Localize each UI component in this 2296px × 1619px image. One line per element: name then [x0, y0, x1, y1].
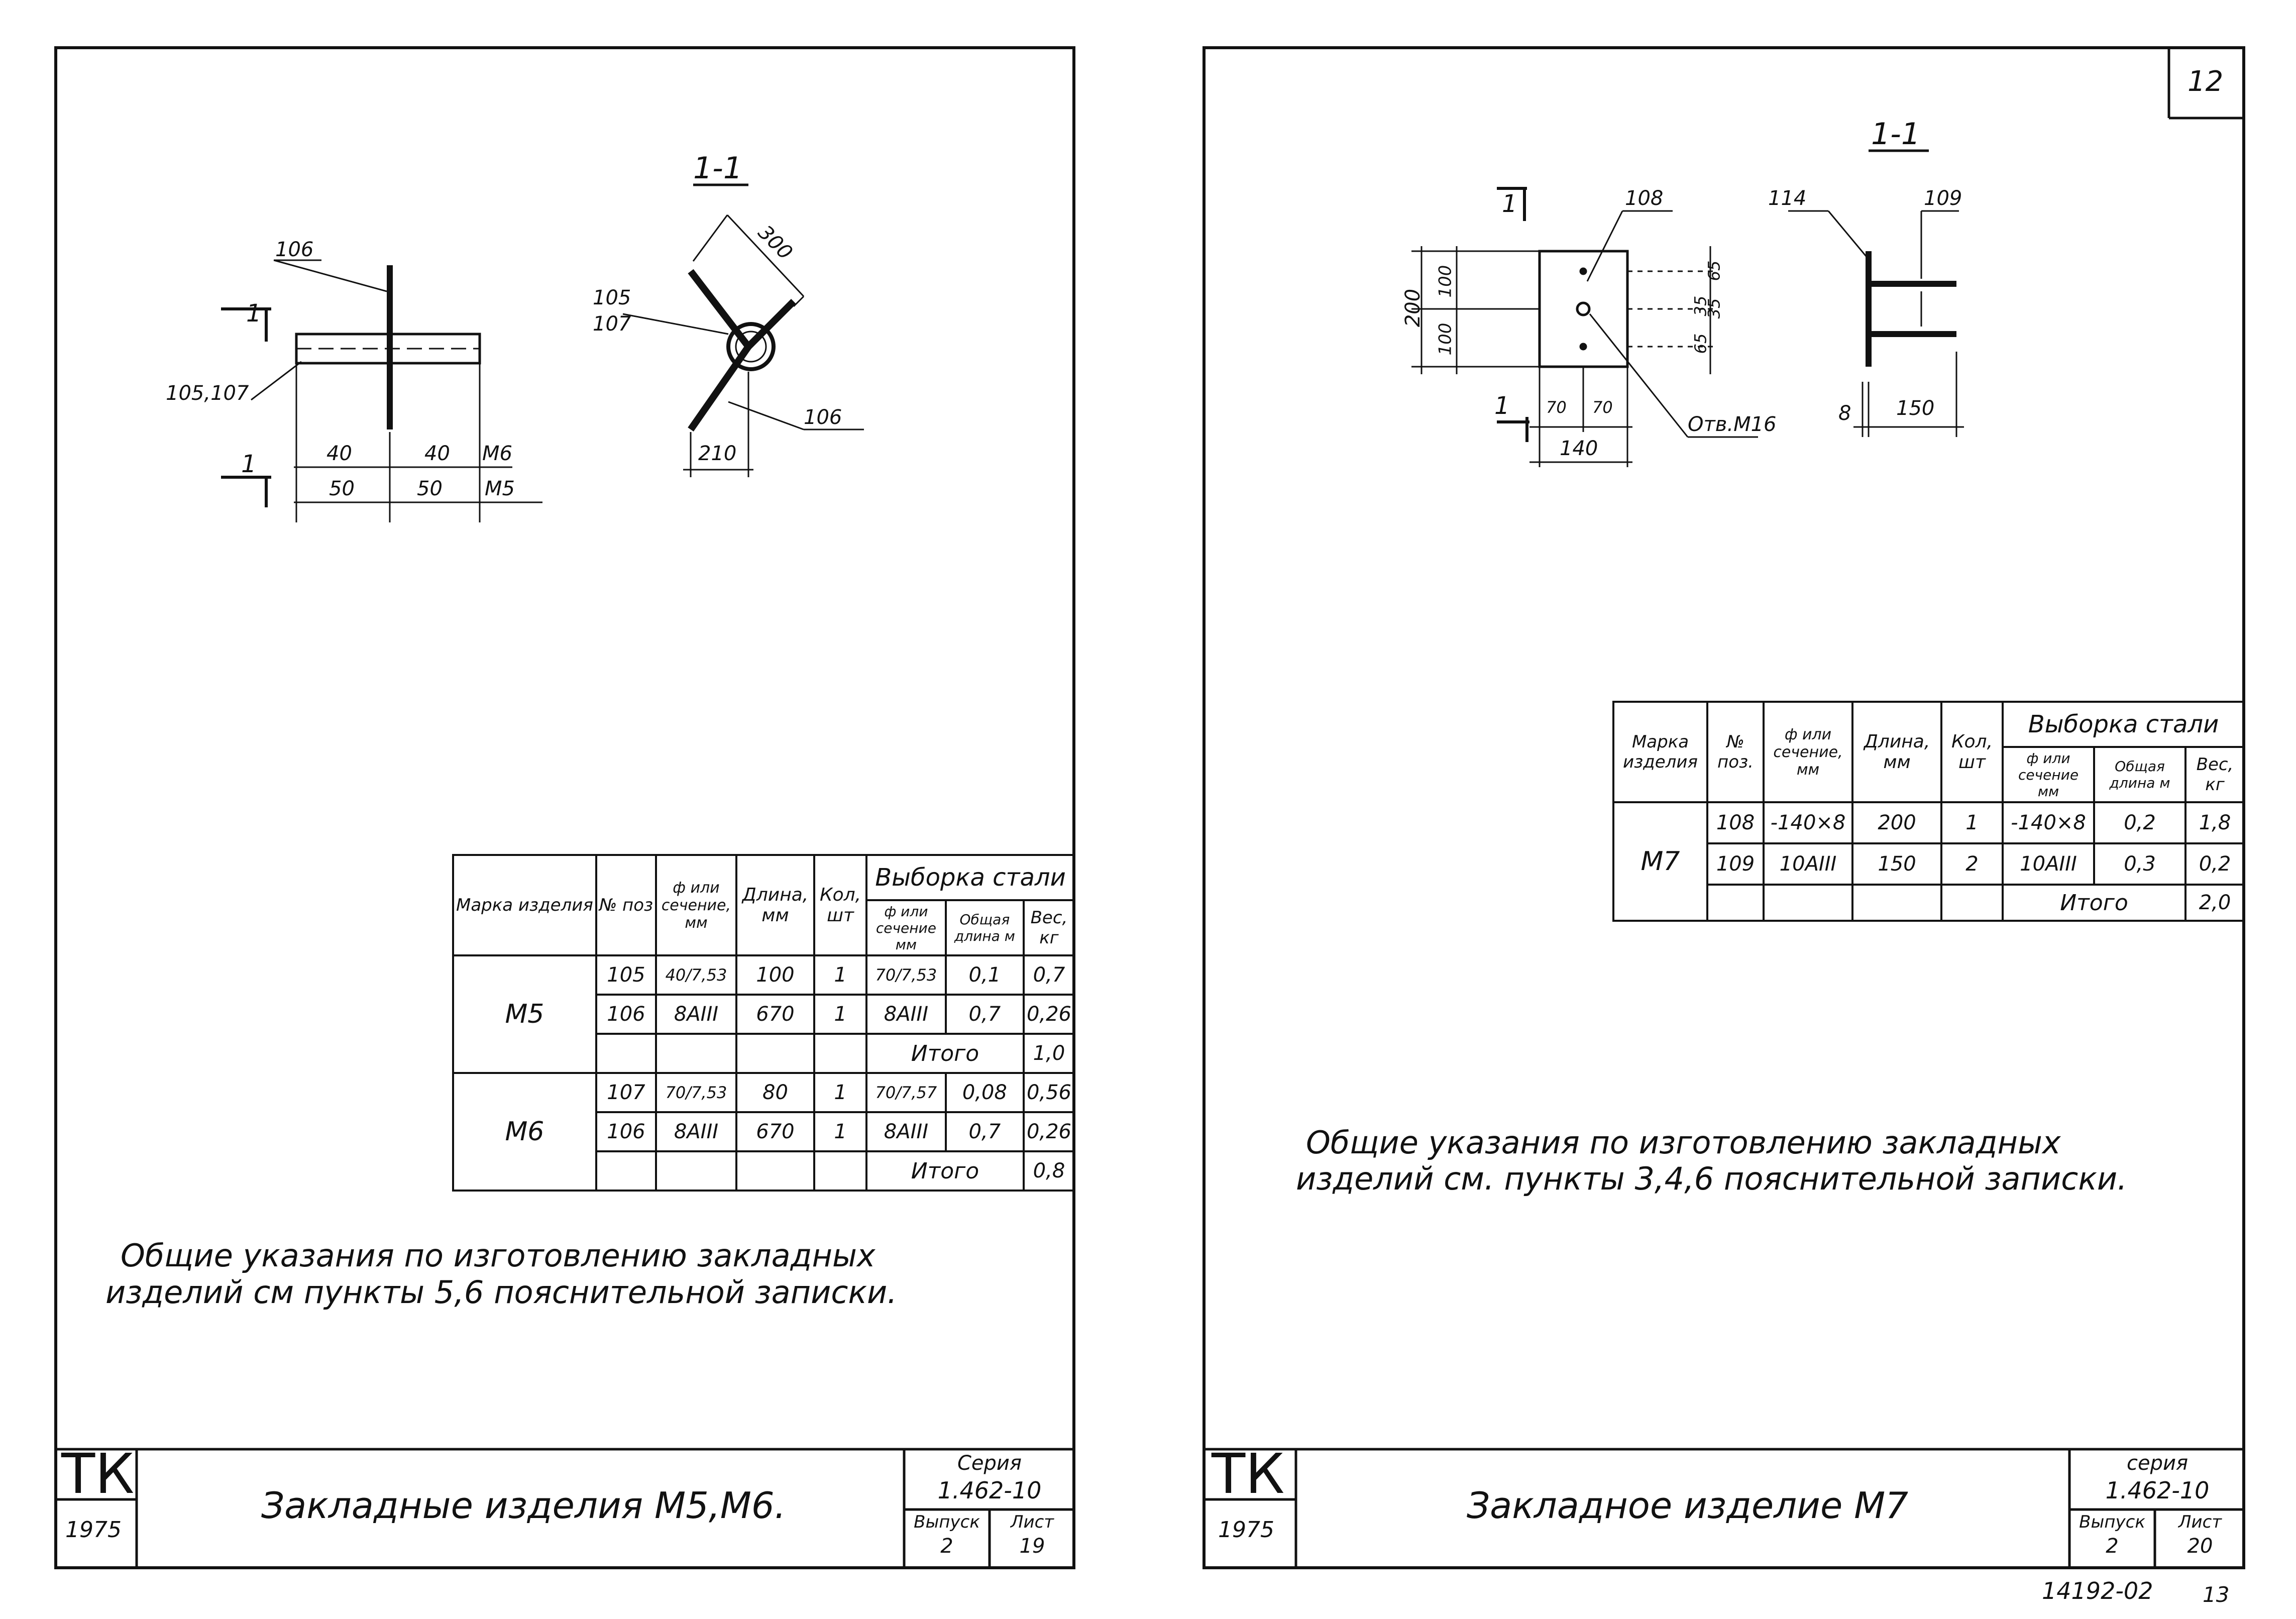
dim-40-b: 40	[424, 442, 450, 465]
table-row: 106 8AIII 670 1 8AIII 0,7 0,26	[453, 994, 1076, 1035]
callout-107: 107	[593, 312, 631, 336]
org-logo-right: ТК	[1212, 1442, 1285, 1506]
dim-70-a: 70	[1546, 398, 1567, 417]
th-qty: Кол, шт	[1940, 701, 2004, 803]
section-label-left: 1-1	[693, 151, 742, 186]
th-s-section: ф или сечение мм	[865, 899, 947, 956]
dim-200: 200	[1401, 288, 1425, 328]
th-s-length: Общая длина м	[2093, 746, 2186, 803]
cut-mark-bottom-right: 1	[1494, 392, 1510, 420]
left-sheet-frame	[54, 46, 1075, 1569]
table-row: 106 8AIII 670 1 8AIII 0,7 0,26	[453, 1111, 1076, 1152]
dim-m6: M6	[482, 442, 512, 465]
general-note-left-line2: изделий см пункты 5,6 пояснительной запи…	[105, 1274, 897, 1311]
dim-210: 210	[698, 442, 737, 465]
dim-35-b: 35	[1704, 298, 1724, 319]
table-row-total: Итого 2,0	[1613, 884, 2245, 922]
dim-8: 8	[1838, 402, 1851, 425]
table-row-total: Итого 1,0	[453, 1033, 1076, 1074]
dim-140: 140	[1560, 437, 1598, 460]
dim-65-a: 65	[1704, 260, 1724, 281]
dim-70-b: 70	[1592, 398, 1613, 417]
callout-105-107: 105,107	[166, 382, 249, 405]
series-label-left: Серия	[957, 1452, 1022, 1475]
th-s-length: Общая длина м	[944, 899, 1025, 956]
table-row: 109 10AIII 150 2 10AIII 0,3 0,2	[1613, 842, 2245, 886]
th-steel: Выборка стали	[2002, 701, 2245, 748]
th-mark: Марка изделия	[1612, 701, 1708, 803]
th-qty: Кол, шт	[813, 854, 868, 956]
th-s-weight: Вес, кг	[1022, 899, 1076, 956]
dim-100-b: 100	[1435, 322, 1456, 356]
stamp-title-left: Закладные изделия М5,М6.	[261, 1484, 786, 1527]
dim-50-b: 50	[417, 477, 443, 500]
dim-150: 150	[1896, 397, 1935, 420]
spec-table-right: Марка изделия № поз. ф или сечение, мм Д…	[1612, 701, 2245, 922]
callout-109: 109	[1924, 187, 1962, 210]
table-row: M5 105 40/7,53 100 1 70/7,53 0,1 0,7	[452, 954, 1076, 1074]
issue-left: 2	[940, 1535, 953, 1558]
th-length: Длина, мм	[735, 854, 816, 956]
callout-hole-m16: Отв.М16	[1688, 413, 1777, 436]
dim-65-b: 65	[1691, 333, 1710, 354]
issue-label-left: Выпуск	[914, 1512, 980, 1532]
sheet-label-right: Лист	[2178, 1512, 2222, 1532]
th-pos: № поз.	[1706, 701, 1765, 803]
dim-50-a: 50	[329, 477, 355, 500]
issue-label-right: Выпуск	[2079, 1512, 2145, 1532]
th-section: ф или сечение, мм	[655, 854, 737, 956]
sheet-label-left: Лист	[1010, 1512, 1054, 1532]
general-note-right-line1: Общие указания по изготовлению закладных	[1306, 1124, 2061, 1161]
cut-mark-top-right: 1	[1502, 190, 1517, 218]
table-row: M7 108 -140×8 200 1 -140×8 0,2 1,8	[1612, 801, 2245, 922]
th-pos: № поз	[595, 854, 658, 956]
series-left: 1.462-10	[937, 1477, 1042, 1504]
th-mark: Марка изделия	[452, 854, 597, 956]
series-right: 1.462-10	[2105, 1477, 2210, 1504]
section-label-right: 1-1	[1871, 117, 1920, 152]
stamp-year-left: 1975	[65, 1517, 122, 1543]
th-s-section: ф или сечение мм	[2002, 746, 2095, 803]
archive-number: 14192-02	[2042, 1577, 2153, 1604]
th-length: Длина, мм	[1851, 701, 1942, 803]
sheet-left: 19	[1019, 1535, 1045, 1558]
th-s-weight: Вес, кг	[2184, 746, 2245, 803]
dim-m5: M5	[485, 477, 515, 500]
th-steel: Выборка стали	[865, 854, 1075, 901]
callout-106-right: 106	[804, 406, 842, 429]
callout-108: 108	[1625, 187, 1664, 210]
callout-105: 105	[593, 286, 631, 309]
cut-mark-top-left: 1	[246, 299, 262, 328]
cut-mark-bottom-left: 1	[241, 450, 257, 478]
general-note-right-line2: изделий см. пункты 3,4,6 пояснительной з…	[1296, 1160, 2127, 1197]
org-logo-left: ТК	[61, 1442, 135, 1506]
sheet-right: 20	[2187, 1535, 2213, 1558]
dim-40-a: 40	[326, 442, 352, 465]
issue-right: 2	[2106, 1535, 2119, 1558]
general-note-left-line1: Общие указания по изготовлению закладных	[121, 1237, 876, 1274]
table-row-total: Итого 0,8	[453, 1150, 1076, 1192]
footer-page: 13	[2203, 1582, 2230, 1607]
spec-table-left: Марка изделия № поз ф или сечение, мм Дл…	[452, 854, 1076, 1192]
page-number: 12	[2188, 65, 2224, 98]
table-row: M6 107 70/7,53 80 1 70/7,57 0,08 0,56	[452, 1072, 1076, 1192]
th-section: ф или сечение, мм	[1763, 701, 1853, 803]
stamp-year-right: 1975	[1218, 1517, 1274, 1543]
dim-100-a: 100	[1435, 265, 1456, 298]
stamp-title-right: Закладное изделие М7	[1467, 1484, 1909, 1527]
series-label-right: серия	[2126, 1452, 2189, 1475]
callout-114: 114	[1768, 187, 1807, 210]
callout-106-top: 106	[275, 238, 314, 261]
